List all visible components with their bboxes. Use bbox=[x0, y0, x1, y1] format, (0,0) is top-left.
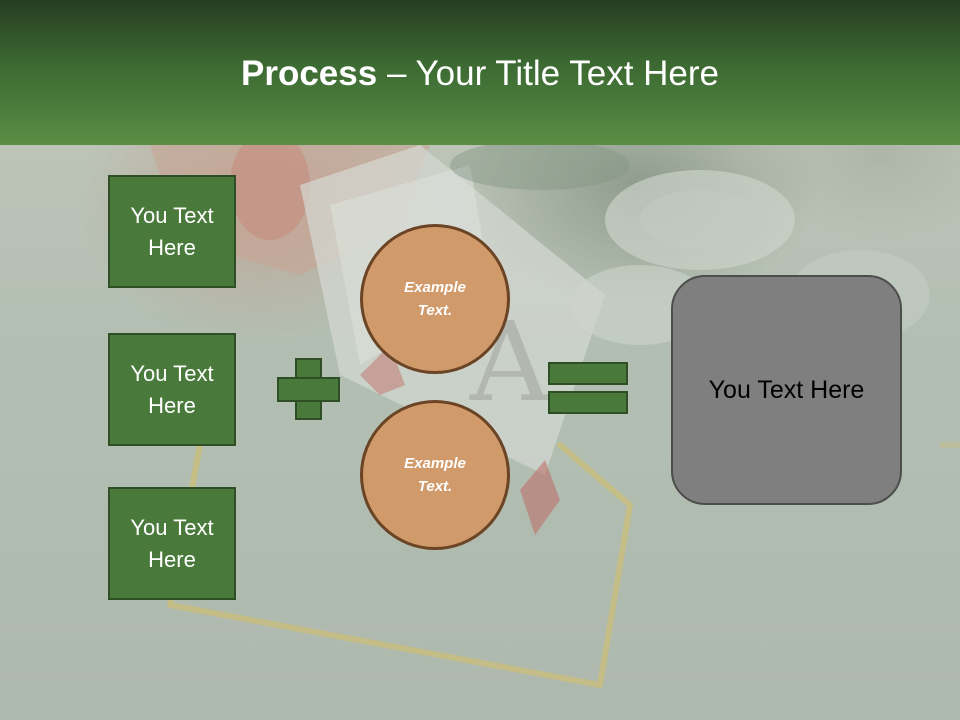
example-circle-2[interactable]: Example Text. bbox=[360, 400, 510, 550]
text-box-1[interactable]: You Text Here bbox=[108, 175, 236, 288]
title-rest: – Your Title Text Here bbox=[377, 54, 719, 93]
text-box-3[interactable]: You Text Here bbox=[108, 487, 236, 600]
example-circle-1[interactable]: Example Text. bbox=[360, 224, 510, 374]
slide-title: Process – Your Title Text Here bbox=[0, 52, 960, 96]
result-box[interactable]: You Text Here bbox=[671, 275, 902, 505]
title-bar: Process – Your Title Text Here bbox=[0, 0, 960, 145]
title-bold: Process bbox=[241, 54, 378, 93]
text-box-2[interactable]: You Text Here bbox=[108, 333, 236, 446]
